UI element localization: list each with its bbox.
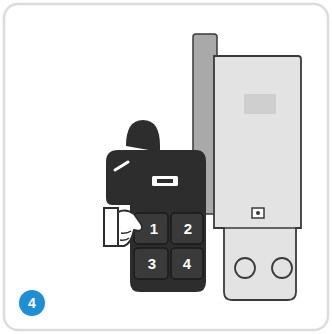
step-label: 4 xyxy=(28,296,36,310)
keypad-button: 1 xyxy=(142,216,166,241)
plate-seam xyxy=(214,227,301,229)
key-cap xyxy=(171,213,203,244)
charger-mark xyxy=(115,162,128,170)
key-cap xyxy=(134,248,168,279)
plate-slot xyxy=(252,208,264,218)
key-label: 4 xyxy=(183,256,191,271)
plate-hole xyxy=(235,258,255,278)
mount-plate xyxy=(214,56,301,300)
key-label: 1 xyxy=(150,221,158,236)
key-cap xyxy=(171,248,203,279)
step-number: 4 xyxy=(19,290,45,316)
charger-nozzle xyxy=(126,120,160,152)
key-label: 3 xyxy=(148,256,156,271)
usb-port-inner xyxy=(157,179,173,183)
hand xyxy=(118,210,142,246)
hand-cuff xyxy=(104,208,118,246)
keypad-button: 3 xyxy=(138,251,166,276)
plate-dot xyxy=(256,211,260,215)
key-label: 2 xyxy=(184,221,192,236)
hand-fold xyxy=(120,238,129,240)
charger-body xyxy=(106,150,206,292)
keypad-button: 2 xyxy=(175,216,201,241)
keypad-button: 4 xyxy=(173,251,201,276)
usb-port xyxy=(152,176,178,186)
hand-fold xyxy=(121,231,131,233)
plate-hole xyxy=(272,258,292,278)
plate-window xyxy=(244,94,276,114)
card-border xyxy=(4,4,328,330)
